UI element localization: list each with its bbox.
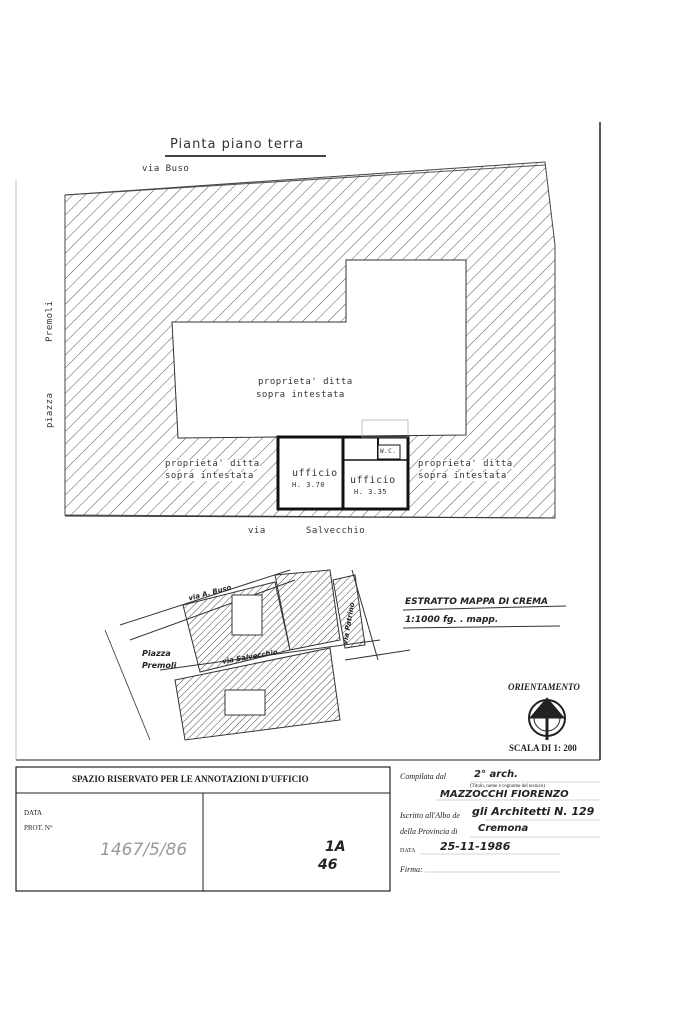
property-left-line2: sopra intestata — [165, 471, 254, 481]
footer-frame — [15, 766, 391, 892]
office2-label: ufficio — [350, 475, 396, 486]
plan-title: Pianta piano terra — [170, 137, 305, 152]
office2-height: H. 3.35 — [354, 488, 388, 496]
street-line-bottom — [64, 515, 556, 519]
architect-name: MAZZOCCHI FIORENZO — [440, 789, 569, 800]
province-value: Cremona — [478, 823, 529, 834]
office-rooms — [276, 419, 410, 511]
street-label-bottom-via: via — [248, 526, 266, 536]
province-label: della Provincia di — [400, 827, 458, 836]
property-center-line2: sopra intestata — [256, 390, 345, 400]
prot-number: 1467/5/86 — [100, 840, 188, 860]
property-right-line2: sopra intestata — [418, 471, 507, 481]
prot-label: PROT. N° — [24, 824, 53, 832]
property-center-line1: proprieta' ditta — [258, 377, 353, 387]
compiled-value: 2° arch. — [474, 769, 518, 780]
orientation-label: ORIENTAMENTO — [508, 682, 580, 692]
extract-underline-2 — [402, 625, 561, 629]
stamp-line-2: 46 — [318, 857, 338, 873]
piazza-label-premoli: Premoli — [45, 300, 55, 342]
property-left-line1: proprieta' ditta — [165, 459, 260, 469]
wc-label: W.C. — [380, 448, 397, 455]
date2-value: 25-11-1986 — [440, 840, 511, 853]
extract-underline — [402, 605, 567, 611]
office1-height: H. 3.70 — [292, 481, 326, 489]
reserved-title: SPAZIO RISERVATO PER LE ANNOTAZIONI D'UF… — [72, 774, 309, 784]
street-label-top: via Buso — [142, 164, 190, 174]
albo-label: Iscritto all'Albo de — [400, 811, 460, 820]
map-piazza-1: Piazza — [142, 649, 171, 658]
date-label: DATA — [24, 809, 43, 817]
date2-label: DATA — [400, 848, 416, 854]
albo-value: gli Architetti N. 129 — [472, 805, 595, 818]
central-courtyard — [171, 259, 467, 439]
compiled-label: Compilata dal — [400, 772, 447, 781]
extract-title: ESTRATTO MAPPA DI CREMA — [405, 597, 549, 607]
office1-label: ufficio — [292, 468, 338, 479]
sheet-frame — [15, 122, 601, 761]
cadastral-map — [104, 569, 411, 741]
extract-scale: 1:1000 fg. . mapp. — [405, 615, 499, 625]
footer-lines — [420, 781, 600, 873]
map-piazza-2: Premoli — [142, 661, 177, 670]
stamp-line-1: 1A — [325, 839, 346, 855]
signature-label: Firma: — [400, 865, 423, 874]
street-label-bottom-name: Salvecchio — [306, 526, 366, 536]
piazza-label-piazza: piazza — [45, 392, 55, 428]
compiled-note: (Titolo, nome e cognome del tecnico) — [470, 784, 546, 789]
property-right-line1: proprieta' ditta — [418, 459, 513, 469]
north-arrow-icon — [528, 697, 566, 740]
scale-label: SCALA DI 1: 200 — [509, 743, 577, 753]
